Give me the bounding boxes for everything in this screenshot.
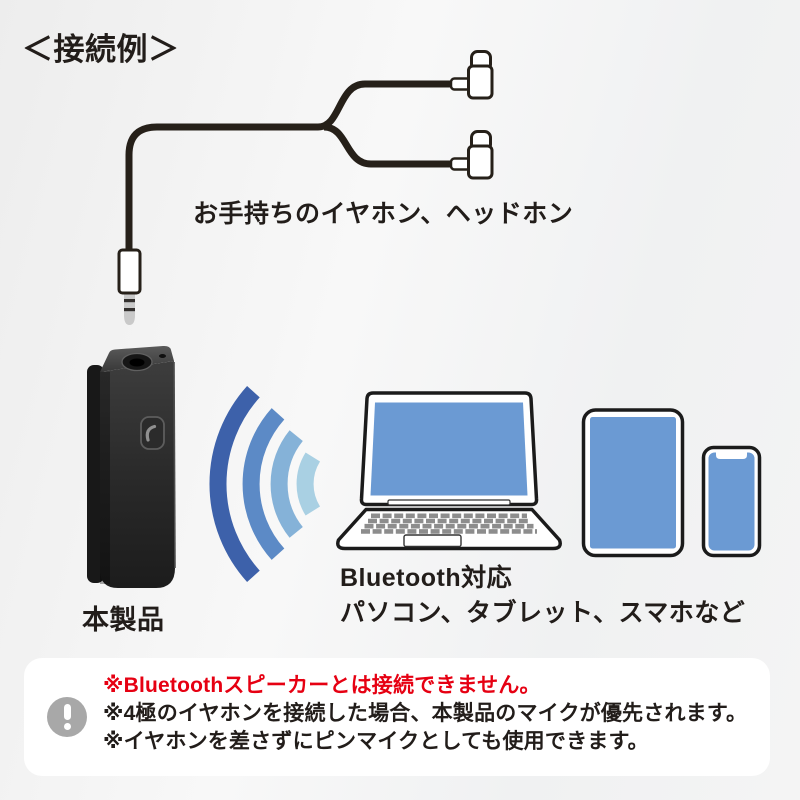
bluetooth-devices-caption: Bluetooth対応 パソコン、タブレット、スマホなど xyxy=(340,561,745,631)
note-line: ※イヤホンを差さずにピンマイクとしても使用できます。 xyxy=(103,730,649,753)
phone-handset-icon xyxy=(145,424,157,442)
call-button xyxy=(140,416,165,450)
audio-plug-icon xyxy=(117,248,142,325)
laptop-illustration xyxy=(336,391,562,551)
smartphone-illustration xyxy=(701,445,762,558)
bluetooth-waves-icon xyxy=(209,386,321,582)
earphones-caption: お手持ちのイヤホン、ヘッドホン xyxy=(193,200,574,228)
bluetooth-caption-line2: パソコン、タブレット、スマホなど xyxy=(340,599,746,627)
note-line: ※4極のイヤホンを接続した場合、本製品のマイクが優先されます。 xyxy=(103,702,748,725)
notes-list: ※Bluetoothスピーカーとは接続できません。 ※4極のイヤホンを接続した場… xyxy=(103,672,747,756)
product-label: 本製品 xyxy=(82,605,165,635)
earbud-plug-icon xyxy=(449,50,494,100)
receiver-illustration xyxy=(87,345,176,588)
bluetooth-caption-line1: Bluetooth対応 xyxy=(340,564,513,592)
tablet-illustration xyxy=(581,408,685,558)
page-title: ＜接続例＞ xyxy=(22,32,180,67)
notes-panel xyxy=(24,658,770,776)
exclamation-icon xyxy=(47,697,87,737)
earphone-cable-illustration xyxy=(125,80,452,254)
note-line: ※Bluetoothスピーカーとは接続できません。 xyxy=(103,674,541,697)
